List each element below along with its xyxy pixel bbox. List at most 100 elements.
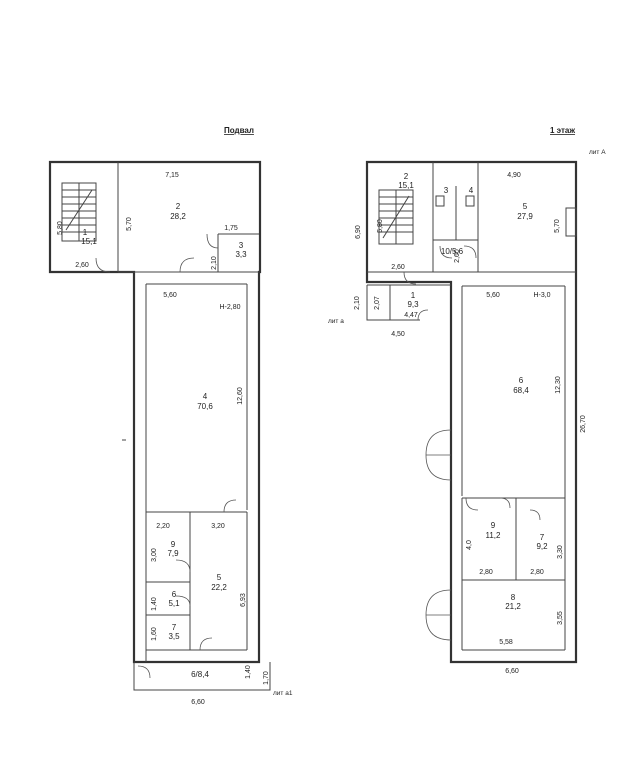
ff-room-3-number: 3: [444, 186, 449, 195]
first-floor-plan: 1 этаж лит А: [328, 126, 606, 675]
dim-6-93: 6,93: [240, 593, 247, 607]
ff-room-6-number: 6: [519, 376, 524, 385]
basement-door-6: [175, 595, 191, 607]
ff-room-10-label: 10/5,6: [441, 247, 464, 256]
first-floor-door-2: [499, 497, 511, 509]
lit-a-label: лит А: [589, 149, 606, 156]
annex-wall: [366, 284, 451, 321]
room-2-area: 28,2: [170, 212, 186, 221]
basement-title: Подвал: [224, 126, 254, 135]
room-5-area: 22,2: [211, 583, 227, 592]
room-1-number: 1: [83, 228, 88, 237]
first-floor-door-5: [463, 245, 477, 259]
ff-dim-6-90: 6,90: [355, 225, 362, 239]
first-floor-door-3: [529, 509, 541, 521]
ff-room-1-number: 1: [411, 291, 416, 300]
dim-2-10: 2,10: [211, 256, 218, 270]
room-2-number: 2: [176, 202, 181, 211]
dim-2-20: 2,20: [156, 523, 170, 530]
room-9-number: 9: [171, 540, 176, 549]
dim-3-20: 3,20: [211, 523, 225, 530]
first-floor-door-6: [417, 309, 429, 321]
dim-5-70: 5,70: [126, 217, 133, 231]
lit-a1-label: лит а1: [273, 690, 293, 697]
basement-door-1: [95, 257, 111, 273]
dim-2-60: 2,60: [75, 262, 89, 269]
basement-plan: Подвал: [48, 126, 293, 706]
dim-1-40-a: 1,40: [151, 597, 158, 611]
ff-dim-2-80-a: 2,80: [479, 569, 493, 576]
ff-dim-2-60-b: 2,60: [454, 249, 461, 263]
ff-room-2-number: 2: [404, 172, 409, 181]
room-7-number: 7: [172, 623, 177, 632]
ff-dim-26-70: 26,70: [580, 415, 587, 433]
ff-room-9-area: 11,2: [486, 531, 502, 540]
ff-dim-h-3-0: H-3,0: [533, 292, 550, 299]
ff-room-5-area: 27,9: [517, 212, 533, 221]
ff-dim-2-60-a: 2,60: [391, 264, 405, 271]
ff-room-6-area: 68,4: [513, 386, 529, 395]
window-bay: [565, 207, 577, 237]
lit-a-small-label: лит а: [328, 318, 344, 325]
dim-5-80: 5,80: [57, 221, 64, 235]
ff-room-9-number: 9: [491, 521, 496, 530]
ff-dim-2-07: 2,07: [374, 296, 381, 310]
ff-dim-3-55: 3,55: [557, 611, 564, 625]
room-7-area: 3,5: [168, 632, 180, 641]
basement-outer-wall: [48, 160, 262, 664]
ff-dim-4-90: 4,90: [507, 172, 521, 179]
basement-door-7: [199, 637, 213, 651]
first-floor-outer-wall: [365, 160, 578, 664]
ff-dim-4-50: 4,50: [391, 331, 405, 338]
ff-dim-5-80: 5,80: [377, 219, 384, 233]
basement-vestibule-wall: [133, 662, 271, 691]
room-8-label: 6/8,4: [191, 670, 209, 679]
toilet-1: [435, 195, 445, 207]
room-1-area: 15,1: [81, 237, 97, 246]
ff-room-2-area: 15,1: [398, 181, 414, 190]
ff-dim-4-0: 4,0: [466, 540, 473, 550]
dim-3-00: 3,00: [151, 548, 158, 562]
room-4-number: 4: [203, 392, 208, 401]
basement-door-5: [175, 559, 191, 573]
ff-dim-4-47: 4,47: [404, 312, 418, 319]
room-6-area: 5,1: [168, 599, 180, 608]
dim-1-40-b: 1,40: [245, 665, 252, 679]
dim-h-2-80: H-2,80: [219, 304, 240, 311]
room-6-number: 6: [172, 590, 177, 599]
room-5-number: 5: [217, 573, 222, 582]
dim-6-60: 6,60: [191, 699, 205, 706]
basement-door-2: [179, 257, 195, 273]
room-3-number: 3: [239, 241, 244, 250]
dim-1-70: 1,70: [263, 671, 270, 685]
first-floor-title: 1 этаж: [550, 126, 575, 135]
dim-1-75: 1,75: [224, 225, 238, 232]
dim-12-60: 12,60: [237, 387, 244, 405]
ff-dim-5-70: 5,70: [554, 219, 561, 233]
basement-door-3: [206, 233, 219, 249]
basement-door-8: [137, 665, 151, 679]
first-floor-door-1: [465, 497, 479, 511]
ff-dim-5-60: 5,60: [486, 292, 500, 299]
first-floor-door-7: [403, 271, 417, 285]
dim-1-60: 1,60: [151, 627, 158, 641]
ff-room-8-area: 21,2: [505, 602, 521, 611]
first-floor-stair-steps: [379, 190, 413, 244]
ff-room-8-number: 8: [511, 593, 516, 602]
basement-stair-steps: [62, 183, 96, 241]
ff-dim-12-30: 12,30: [555, 376, 562, 394]
room-3-area: 3,3: [235, 250, 247, 259]
dim-5-60: 5,60: [163, 292, 177, 299]
ff-dim-6-60: 6,60: [505, 668, 519, 675]
room-9-area: 7,9: [167, 549, 179, 558]
ff-dim-2-80-b: 2,80: [530, 569, 544, 576]
ff-dim-2-10: 2,10: [354, 296, 361, 310]
ff-room-5-number: 5: [523, 202, 528, 211]
ff-dim-3-30: 3,30: [557, 545, 564, 559]
ff-room-7-number: 7: [540, 533, 545, 542]
basement-door-4: [223, 499, 237, 513]
first-floor-door-4: [439, 245, 453, 259]
room-4-area: 70,6: [197, 402, 213, 411]
ff-room-4-number: 4: [469, 186, 474, 195]
